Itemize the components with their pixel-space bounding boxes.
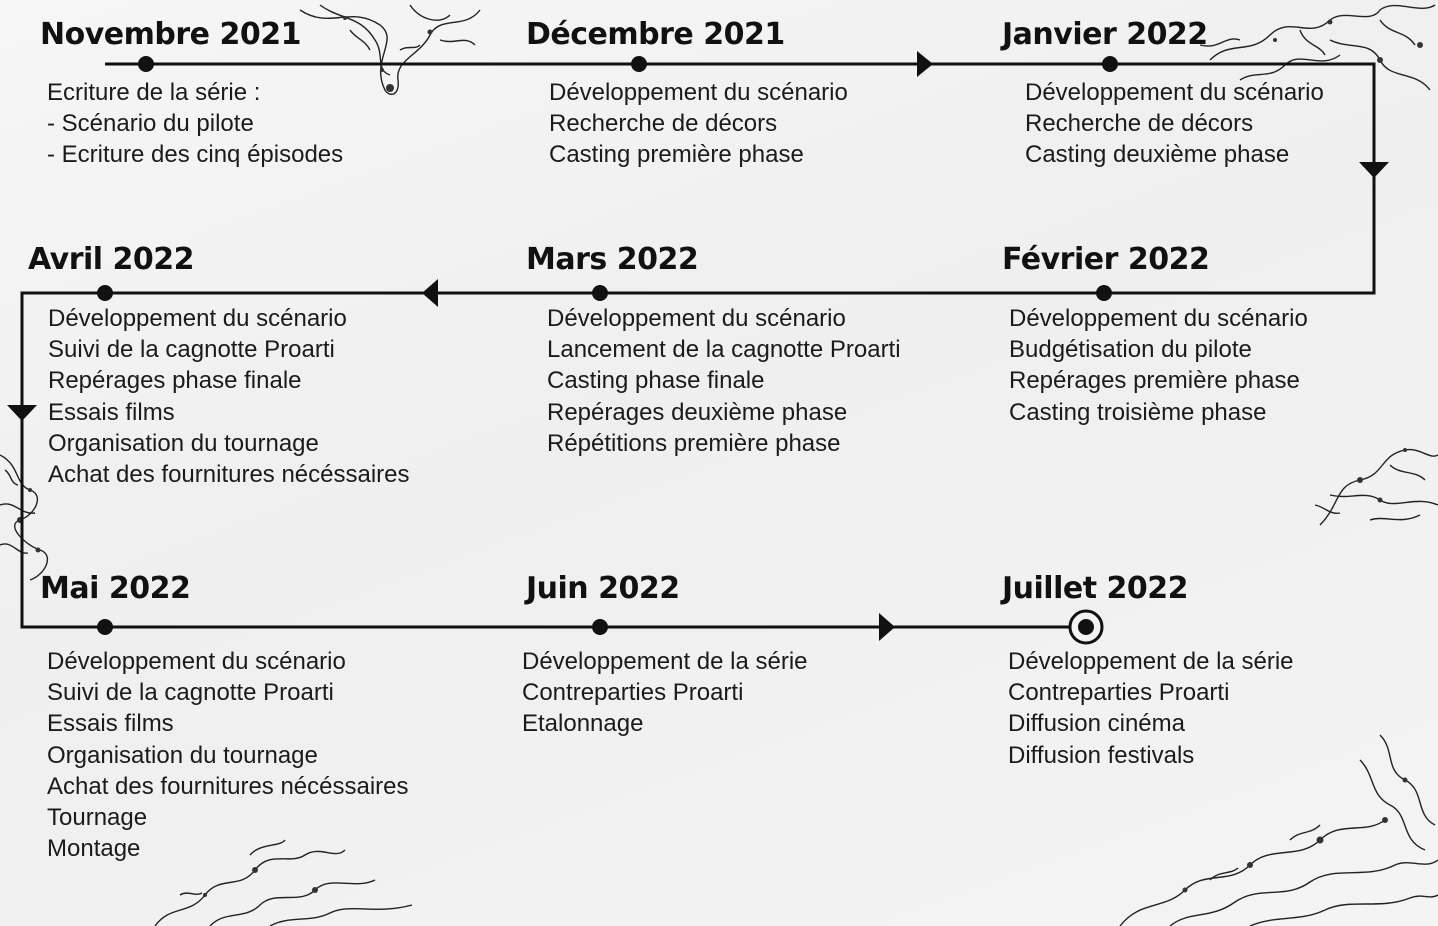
task-item: Montage <box>47 835 141 863</box>
task-item: Recherche de décors <box>1025 110 1254 138</box>
month-title-avril-2022: Avril 2022 <box>28 242 195 277</box>
ink-foliage-top-center-illustration <box>299 4 481 95</box>
task-item: Développement du scénario <box>547 305 846 332</box>
timeline-node <box>138 56 154 72</box>
task-item: Achat des fournitures nécéssaires <box>47 772 409 800</box>
ink-foliage-right-illustration <box>1314 448 1438 526</box>
task-list-avril-2022: Développement du scénario Suivi de la ca… <box>48 303 410 490</box>
task-item: - Ecriture des cinq épisodes <box>47 141 344 169</box>
arrow-down-icon <box>1359 162 1389 178</box>
month-title-mars-2022: Mars 2022 <box>526 242 699 277</box>
timeline-node <box>97 285 113 301</box>
task-item: Ecriture de la série : <box>47 79 261 106</box>
ink-foliage-bottom-right-illustration <box>1119 734 1438 926</box>
task-item: Développement du scénario <box>48 305 347 332</box>
arrow-down-icon <box>7 405 37 421</box>
task-item: Etalonnage <box>522 710 644 738</box>
task-item: Recherche de décors <box>549 110 778 138</box>
month-title-juillet-2022: Juillet 2022 <box>1002 571 1189 606</box>
arrow-left-icon <box>422 279 438 307</box>
direction-arrows <box>7 51 1389 641</box>
task-item: Développement du scénario <box>47 648 346 675</box>
timeline-node <box>97 619 113 635</box>
month-title-juin-2022: Juin 2022 <box>526 571 680 606</box>
timeline-node <box>631 56 647 72</box>
ink-foliage-bottom-center-illustration <box>154 839 413 926</box>
timeline-node <box>1096 285 1112 301</box>
task-item: Contreparties Proarti <box>1008 679 1230 707</box>
task-item: Répétitions première phase <box>547 429 841 457</box>
task-item: Essais films <box>48 398 175 426</box>
task-item: Diffusion cinéma <box>1008 710 1185 738</box>
task-item: Essais films <box>47 710 174 738</box>
task-list-janvier-2022: Développement du scénario Recherche de d… <box>1025 77 1324 171</box>
task-item: Repérages phase finale <box>48 367 302 395</box>
task-item: Développement du scénario <box>1009 305 1308 332</box>
task-item: Développement de la série <box>522 648 808 675</box>
task-list-mai-2022: Développement du scénario Suivi de la ca… <box>47 646 409 864</box>
task-list-juillet-2022: Développement de la série Contreparties … <box>1008 646 1294 771</box>
arrow-right-icon <box>879 613 895 641</box>
task-item: Organisation du tournage <box>47 741 318 769</box>
task-item: Achat des fournitures nécéssaires <box>48 461 410 489</box>
timeline-node <box>1102 56 1118 72</box>
timeline-nodes <box>97 56 1118 635</box>
month-title-fevrier-2022: Février 2022 <box>1002 242 1210 277</box>
task-item: Casting troisième phase <box>1009 398 1267 426</box>
task-item: Casting phase finale <box>547 367 765 395</box>
task-item: Tournage <box>47 804 148 832</box>
task-list-mars-2022: Développement du scénario Lancement de l… <box>547 303 901 459</box>
timeline-node <box>592 619 608 635</box>
task-item: Repérages première phase <box>1009 367 1300 395</box>
month-title-decembre-2021: Décembre 2021 <box>526 17 785 52</box>
task-item: Organisation du tournage <box>48 429 319 457</box>
task-item: Développement de la série <box>1008 648 1294 675</box>
task-list-decembre-2021: Développement du scénario Recherche de d… <box>549 77 848 171</box>
ink-foliage-top-right-illustration <box>1199 4 1436 91</box>
task-item: Diffusion festivals <box>1008 741 1195 769</box>
task-item: Contreparties Proarti <box>522 679 744 707</box>
task-list-novembre-2021: Ecriture de la série : - Scénario du pil… <box>47 77 343 171</box>
month-title-mai-2022: Mai 2022 <box>40 571 191 606</box>
timeline-connector <box>20 62 1376 629</box>
task-item: - Scénario du pilote <box>47 110 254 138</box>
task-item: Développement du scénario <box>1025 79 1324 106</box>
timeline-end-target-icon <box>1068 609 1104 645</box>
task-item: Casting première phase <box>549 141 804 169</box>
task-item: Lancement de la cagnotte Proarti <box>547 336 901 364</box>
task-item: Casting deuxième phase <box>1025 141 1290 169</box>
task-item: Suivi de la cagnotte Proarti <box>48 336 335 364</box>
task-item: Développement du scénario <box>549 79 848 106</box>
task-list-fevrier-2022: Développement du scénario Budgétisation … <box>1009 303 1308 428</box>
task-item: Suivi de la cagnotte Proarti <box>47 679 334 707</box>
task-list-juin-2022: Développement de la série Contreparties … <box>522 646 808 740</box>
arrow-right-icon <box>917 51 933 77</box>
task-item: Repérages deuxième phase <box>547 398 848 426</box>
task-item: Budgétisation du pilote <box>1009 336 1252 364</box>
timeline-node <box>592 285 608 301</box>
month-title-janvier-2022: Janvier 2022 <box>1002 17 1208 52</box>
month-title-novembre-2021: Novembre 2021 <box>40 17 301 52</box>
